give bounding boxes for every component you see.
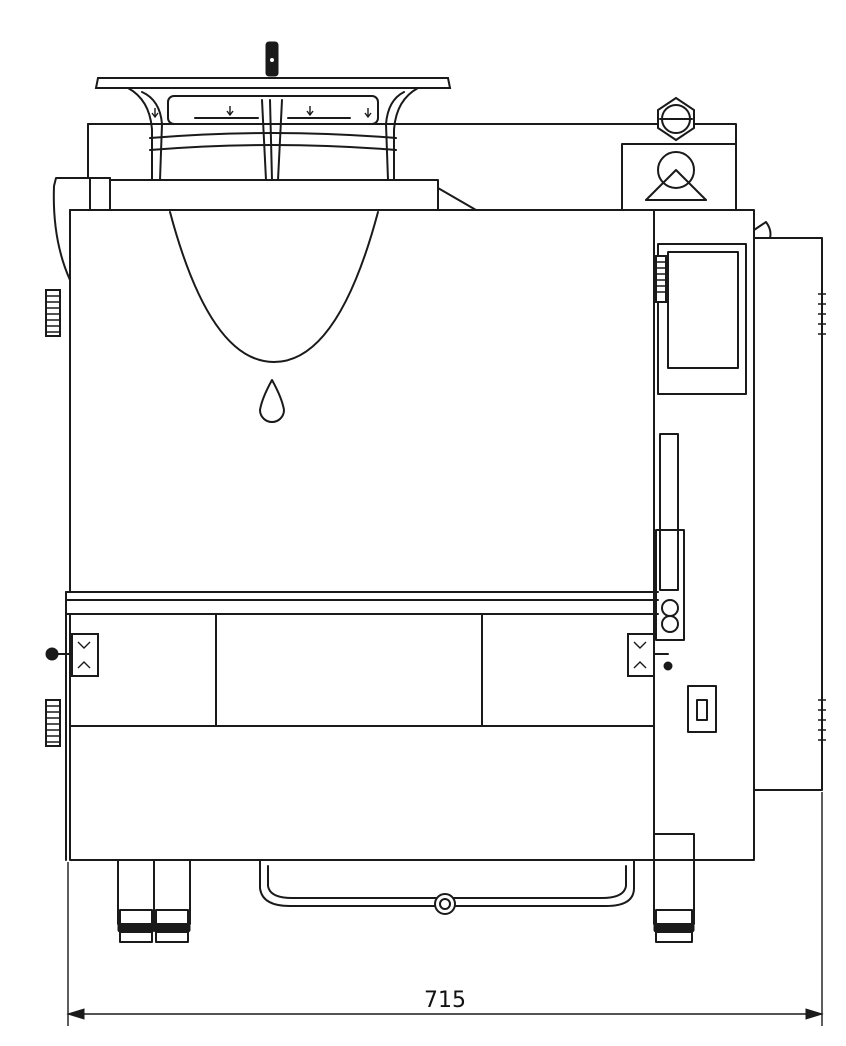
left-leg-pair: [117, 859, 191, 943]
pour-opening-outline: [169, 211, 379, 363]
right-control-column: [627, 209, 826, 861]
lid-plate: [94, 77, 452, 89]
front-lower-panels: [69, 613, 655, 861]
lid-assembly: [94, 41, 477, 211]
width-dimension: 715: [66, 792, 824, 1026]
tilt-mechanism: [621, 96, 737, 211]
right-leg: [653, 833, 695, 943]
control-display-screen: [667, 251, 739, 369]
base-and-legs: [117, 833, 695, 943]
water-drop-icon: [259, 379, 285, 423]
drain-tray: [243, 859, 647, 915]
power-switch: [687, 685, 717, 733]
drain-valve-knob: [434, 893, 456, 915]
kettle-body: [65, 209, 659, 615]
width-dimension-label: 715: [424, 988, 466, 1013]
lid-handle-knob: [265, 41, 279, 77]
left-fittings: [45, 289, 99, 861]
control-display-frame: [657, 243, 747, 395]
